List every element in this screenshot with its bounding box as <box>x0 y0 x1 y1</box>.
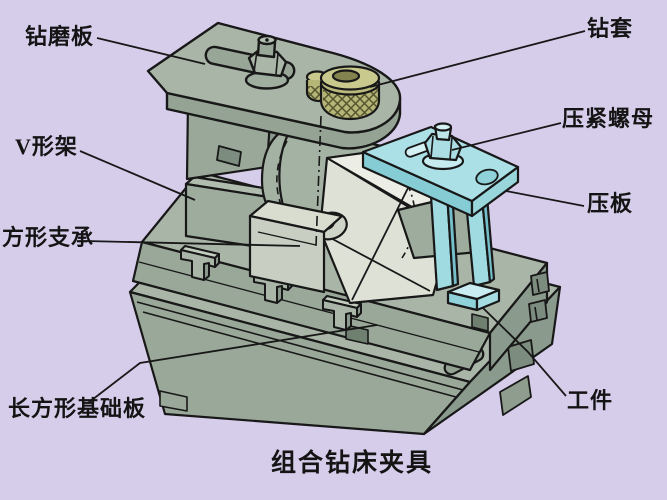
label-clamping-nut: 压紧螺母 <box>562 106 655 131</box>
clamping-nut <box>421 122 465 171</box>
leader-clamping-nut <box>451 122 562 151</box>
plate-bolt <box>244 34 290 90</box>
leader-workpiece <box>482 307 567 397</box>
plate-hole <box>475 168 499 186</box>
square-support <box>248 199 344 294</box>
label-workpiece: 工件 <box>567 388 614 413</box>
leader-lines <box>79 30 586 404</box>
drill-bushing <box>305 65 381 121</box>
clamp-foot <box>446 281 501 312</box>
leader-drill-bushing <box>369 30 586 88</box>
label-square-support: 方形支承 <box>2 225 95 250</box>
label-drill-template-plate: 钻磨板 <box>25 24 95 49</box>
label-drill-bushing: 钻套 <box>587 16 634 41</box>
label-pressure-plate: 压板 <box>587 191 634 216</box>
base-plates <box>128 170 562 436</box>
label-rectangular-base-plate: 长方形基础板 <box>8 396 147 421</box>
column-square-hole <box>216 145 242 167</box>
leader-base-plate <box>87 324 378 404</box>
label-v-frame: V形架 <box>15 134 78 159</box>
drill-template-plate <box>146 21 402 247</box>
leader-v-frame <box>79 150 196 201</box>
clamp-assembly <box>361 122 520 312</box>
leader-drill-template-plate <box>96 37 206 65</box>
diagram-title: 组合钻床夹具 <box>270 450 433 477</box>
drill-axis-line <box>315 115 322 247</box>
leader-pressure-plate <box>505 190 585 207</box>
leader-square-support <box>85 240 301 247</box>
